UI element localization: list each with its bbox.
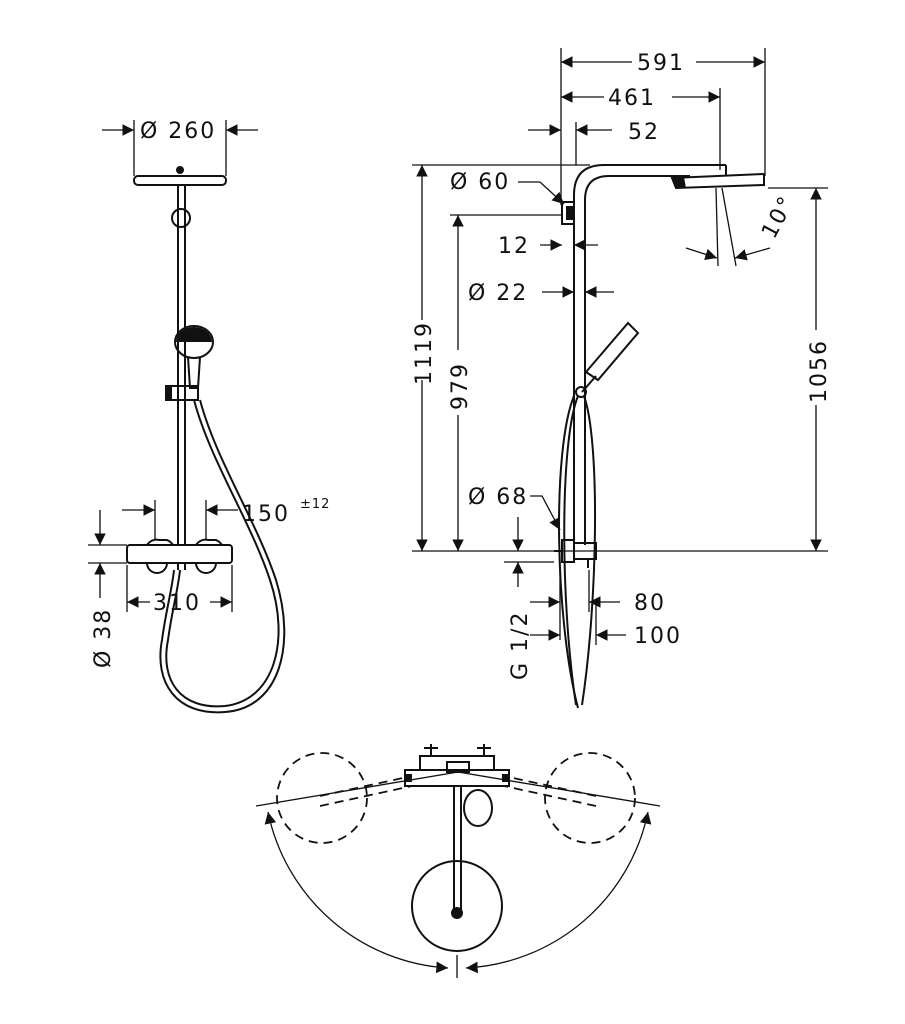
front-view: Ø 260 150 ±12 310 Ø 38 — [88, 119, 330, 714]
dim-pipe-diameter-bottom: Ø 38 — [91, 608, 116, 668]
top-view — [255, 744, 661, 978]
dim-tilt-angle: 10° — [757, 191, 800, 242]
dim-wall-mount-diameter: Ø 60 — [450, 170, 510, 195]
dim-mixer-depth-min: 80 — [634, 591, 666, 616]
dim-mount-depth: 12 — [498, 234, 530, 259]
front-shower-head — [133, 175, 227, 186]
dim-head-diameter: Ø 260 — [140, 119, 216, 144]
dim-mixer-diameter: Ø 68 — [468, 485, 528, 510]
dim-wall-offset: 52 — [628, 120, 660, 145]
dim-hand-shower-tolerance: ±12 — [300, 497, 330, 512]
side-hand-shower — [581, 321, 640, 393]
top-shower-head — [411, 860, 503, 952]
dim-pipe-diameter: Ø 22 — [468, 281, 528, 306]
front-hand-shower — [174, 325, 214, 389]
dim-total-projection: 591 — [637, 51, 685, 76]
dim-total-height: 1119 — [412, 321, 437, 385]
dim-mixer-depth-max: 100 — [634, 624, 682, 649]
dim-mixer-width: 310 — [153, 591, 201, 616]
dim-connection-thread: G 1/2 — [508, 611, 533, 680]
side-view: 591 461 52 Ø 60 12 Ø 22 1119 979 10 — [412, 48, 832, 709]
dim-arm-projection: 461 — [608, 86, 656, 111]
front-thermostat-mixer — [126, 544, 233, 564]
dim-head-height: 1056 — [807, 339, 832, 403]
dim-arm-height: 979 — [448, 362, 473, 410]
dim-hand-shower-offset: 150 — [242, 502, 290, 527]
